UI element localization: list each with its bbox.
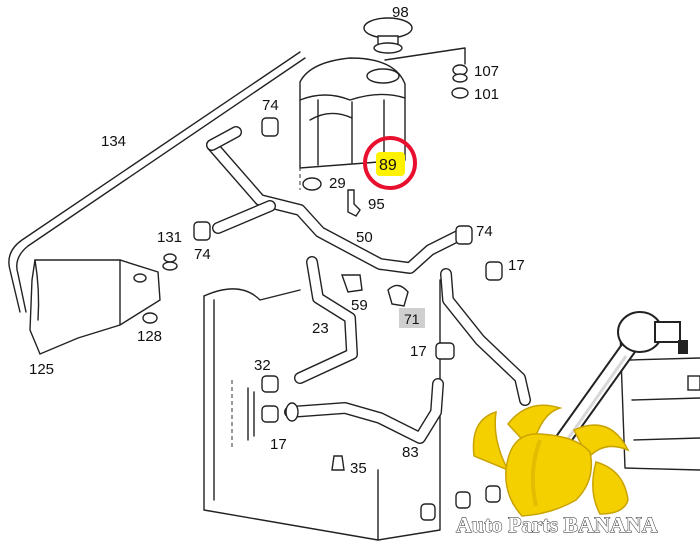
radiator-outline xyxy=(203,279,441,541)
label-83: 83 xyxy=(402,444,419,461)
highlighted-part-89: 89 xyxy=(363,136,417,190)
label-17: 17 xyxy=(410,343,427,360)
upper-hose-50 xyxy=(206,126,464,274)
right-edge-component xyxy=(619,329,700,471)
brand-logo: Auto Parts BANANA xyxy=(456,311,688,537)
brand-name: Auto Parts BANANA xyxy=(456,512,658,537)
label-131: 131 xyxy=(157,229,182,246)
hose-clamps xyxy=(193,117,503,521)
overflow-hose-134 xyxy=(8,51,306,313)
lower-hose-83 xyxy=(284,378,444,444)
part-labels: 98 107 101 74 134 29 95 131 74 50 74 17 … xyxy=(29,4,525,477)
hose-right xyxy=(440,268,531,406)
radiator-cap xyxy=(363,17,413,54)
label-23: 23 xyxy=(312,320,329,337)
label-101: 101 xyxy=(474,86,499,103)
label-29: 29 xyxy=(329,175,346,192)
hose-23 xyxy=(294,256,358,384)
label-50: 50 xyxy=(356,229,373,246)
label-107: 107 xyxy=(474,63,499,80)
label-98: 98 xyxy=(392,4,409,21)
label-71: 71 xyxy=(404,311,420,327)
label-95: 95 xyxy=(368,196,385,213)
tag-71: 71 xyxy=(399,308,425,328)
label-32: 32 xyxy=(254,357,271,374)
label-17: 17 xyxy=(270,436,287,453)
label-17: 17 xyxy=(508,257,525,274)
label-128: 128 xyxy=(137,328,162,345)
reservoir-125 xyxy=(29,259,161,355)
label-89: 89 xyxy=(379,157,397,174)
label-59: 59 xyxy=(351,297,368,314)
label-74: 74 xyxy=(476,223,493,240)
small-fittings xyxy=(142,177,409,471)
label-125: 125 xyxy=(29,361,54,378)
label-74: 74 xyxy=(194,246,211,263)
label-134: 134 xyxy=(101,133,126,150)
label-35: 35 xyxy=(350,460,367,477)
grommets xyxy=(451,64,469,99)
label-74: 74 xyxy=(262,97,279,114)
